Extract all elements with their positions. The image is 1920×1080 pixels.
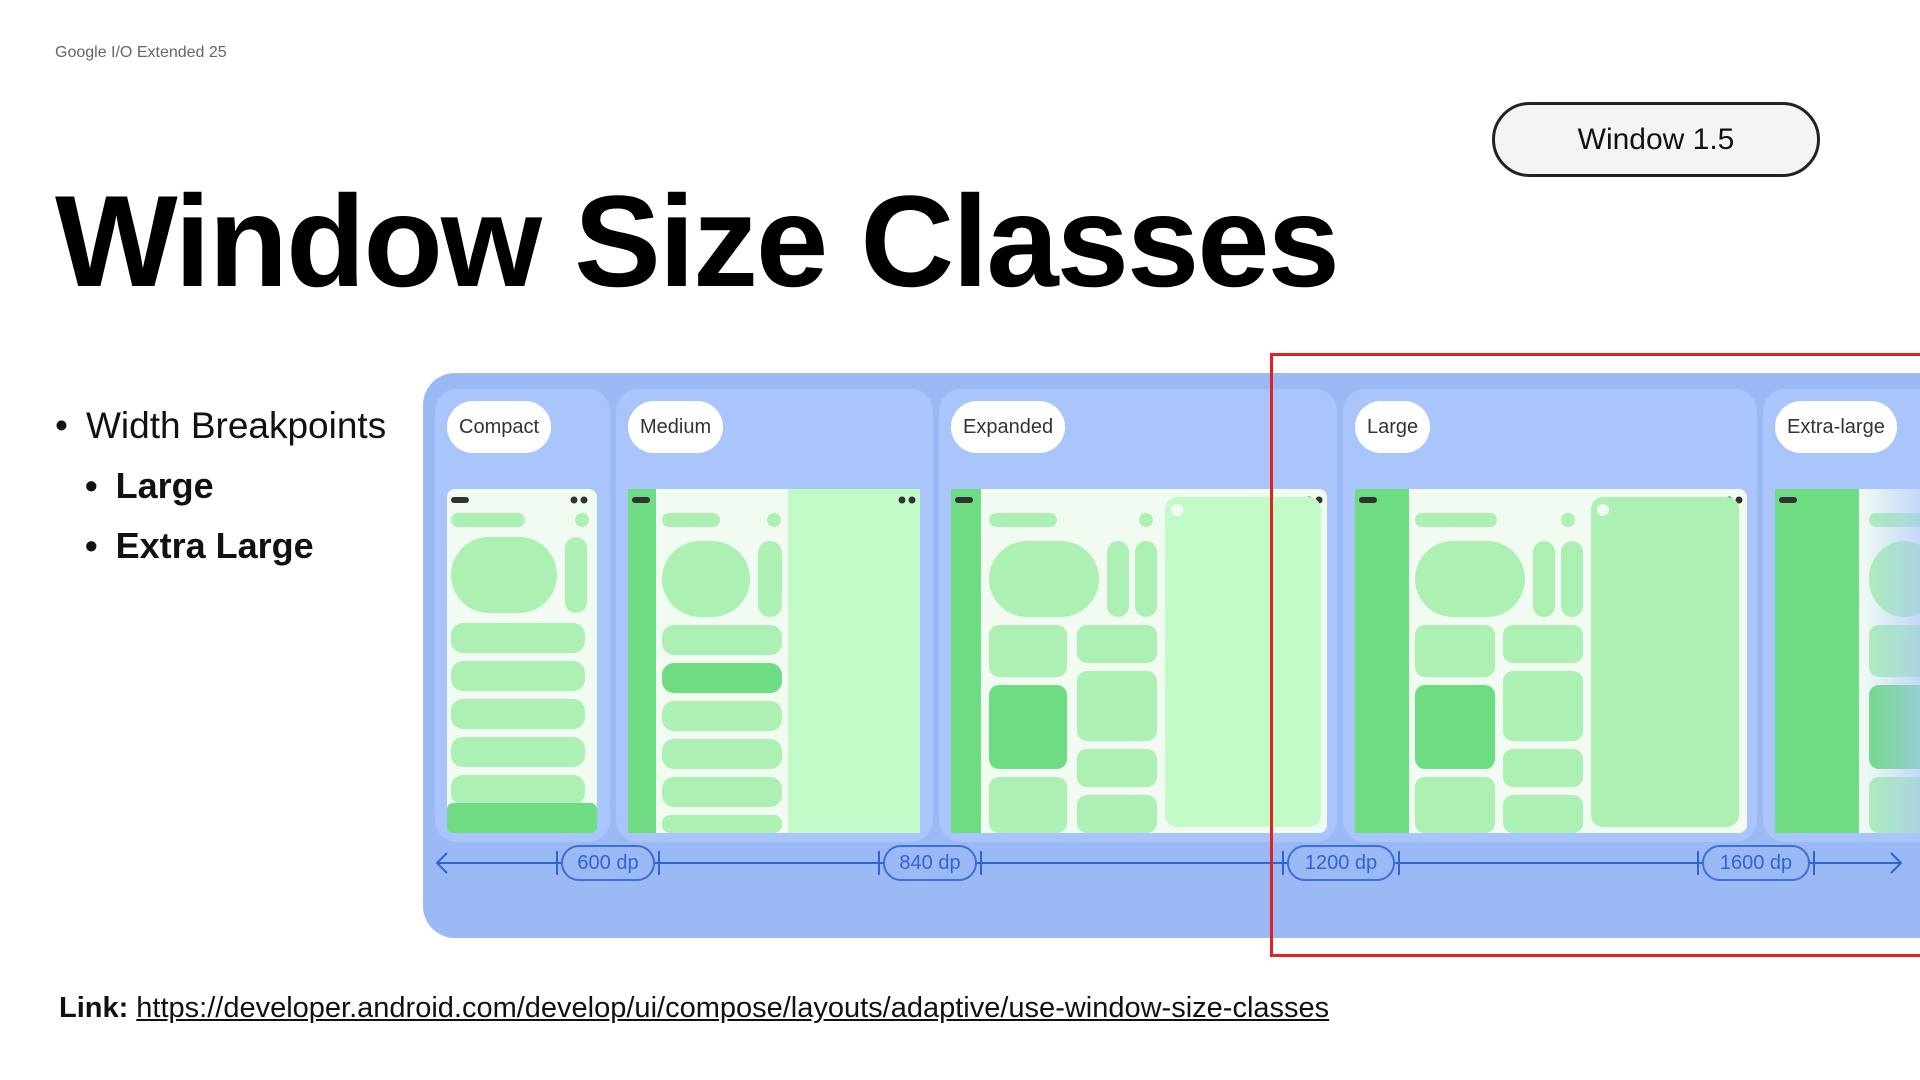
column-expanded: Expanded <box>939 389 1337 842</box>
event-label: Google I/O Extended 25 <box>55 44 227 61</box>
bullet-text: Large <box>115 465 214 506</box>
slide-title: Window Size Classes <box>55 168 1340 314</box>
breakpoint-840dp: 840 dp <box>883 845 977 881</box>
chip-compact: Compact <box>447 401 552 453</box>
breakpoint-1200dp: 1200 dp <box>1287 845 1395 881</box>
medium-device-illustration <box>628 489 920 833</box>
column-compact: Compact <box>435 389 610 842</box>
compact-device-illustration <box>447 489 597 833</box>
chip-expanded: Expanded <box>951 401 1066 453</box>
window-size-diagram: Compact Medium <box>423 373 1920 938</box>
column-extra-large: Extra-large <box>1763 389 1920 842</box>
link-line: Link:https://developer.android.com/devel… <box>59 992 1329 1025</box>
bullet-list: •Width Breakpoints •Large •Extra Large <box>55 405 386 585</box>
column-large: Large <box>1343 389 1757 842</box>
chip-medium: Medium <box>628 401 724 453</box>
breakpoint-ruler <box>435 851 1903 875</box>
bullet-width-breakpoints: •Width Breakpoints <box>55 405 387 446</box>
bullet-extra-large: •Extra Large <box>85 525 314 566</box>
highlight-box-large-extra-large <box>1270 353 1920 957</box>
docs-link[interactable]: https://developer.android.com/develop/ui… <box>136 992 1330 1024</box>
column-medium: Medium <box>616 389 933 842</box>
large-device-illustration <box>1355 489 1747 833</box>
expanded-device-illustration <box>951 489 1327 833</box>
extra-large-device-illustration <box>1775 489 1920 833</box>
window-version-badge: Window 1.5 <box>1492 102 1820 177</box>
chip-large: Large <box>1355 401 1431 453</box>
breakpoint-1600dp: 1600 dp <box>1702 845 1810 881</box>
bullet-text: Width Breakpoints <box>85 405 387 446</box>
bullet-large: •Large <box>85 465 214 506</box>
chip-extra-large: Extra-large <box>1775 401 1897 453</box>
bullet-text: Extra Large <box>115 525 314 566</box>
link-label: Link: <box>59 992 129 1024</box>
breakpoint-600dp: 600 dp <box>561 845 655 881</box>
